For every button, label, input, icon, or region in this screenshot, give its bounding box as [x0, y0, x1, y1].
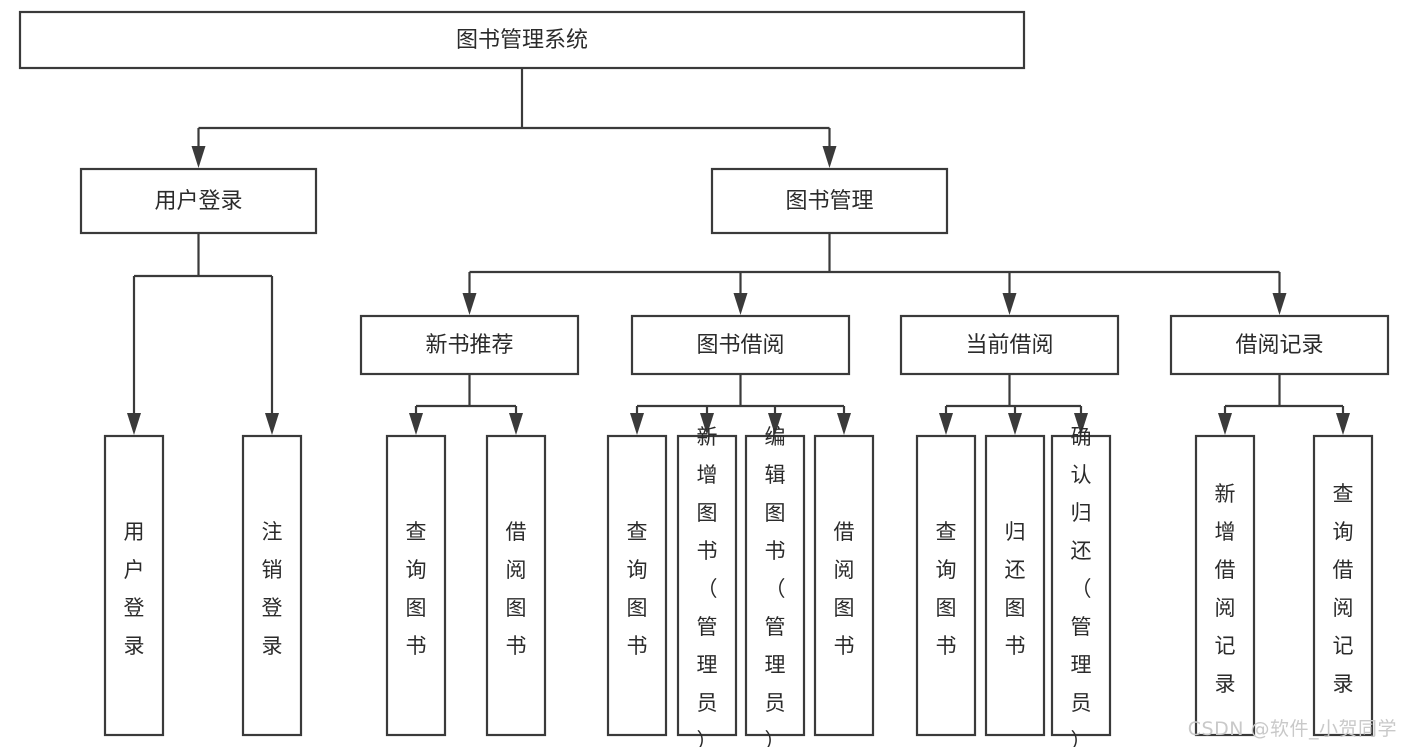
leaf-node-label: 借阅图书 [834, 520, 855, 658]
level3-node-label: 当前借阅 [965, 333, 1053, 358]
level3-node-label: 新书推荐 [425, 333, 513, 358]
arrow-head-icon [939, 413, 953, 435]
arrow-head-icon [462, 293, 477, 315]
leaf-node-box[interactable] [385, 434, 447, 737]
watermark-text: CSDN @软件_小贺同学 [1187, 718, 1397, 740]
arrow-head-icon [768, 413, 782, 435]
leaf-node-label: 确认归还（管理员） [1071, 425, 1092, 747]
leaf-node-box[interactable] [984, 434, 1046, 737]
arrow-head-icon [1218, 413, 1232, 435]
leaf-node-5[interactable]: 新增图书（管理员） [676, 425, 738, 747]
leaf-node-label: 查询图书 [627, 520, 648, 658]
arrow-head-icon [409, 413, 423, 435]
leaf-node-8[interactable]: 查询图书 [915, 434, 977, 737]
level3-node-0[interactable]: 新书推荐 [359, 314, 580, 376]
arrow-head-icon [509, 413, 523, 435]
leaf-node-box[interactable] [103, 434, 165, 737]
leaf-node-1[interactable]: 注销登录 [241, 434, 303, 737]
level2-node-1[interactable]: 图书管理 [710, 167, 949, 235]
leaf-node-box[interactable] [813, 434, 875, 737]
leaf-node-label: 借阅图书 [506, 520, 527, 658]
leaf-node-box[interactable] [485, 434, 547, 737]
level3-node-3[interactable]: 借阅记录 [1169, 314, 1390, 376]
arrow-head-icon [1008, 413, 1022, 435]
level3-node-1[interactable]: 图书借阅 [630, 314, 851, 376]
leaf-node-label: 用户登录 [124, 520, 145, 658]
arrow-head-icon [1002, 293, 1017, 315]
root-node-box[interactable] [18, 10, 1026, 70]
level2-node-label: 图书管理 [785, 189, 873, 214]
leaf-node-7[interactable]: 借阅图书 [813, 434, 875, 737]
leaf-node-11[interactable]: 新增借阅记录 [1194, 434, 1256, 737]
leaf-node-box[interactable] [606, 434, 668, 737]
leaf-node-label: 查询借阅记录 [1333, 482, 1354, 696]
leaf-node-label: 查询图书 [936, 520, 957, 658]
leaf-node-box[interactable] [744, 434, 806, 737]
arrow-head-icon [265, 413, 279, 435]
connector-layer [127, 68, 1350, 435]
leaf-node-box[interactable] [241, 434, 303, 737]
arrow-head-icon [1074, 413, 1088, 435]
level3-node-box[interactable] [630, 314, 851, 376]
leaf-node-label: 新增图书（管理员） [697, 425, 718, 747]
level3-node-box[interactable] [899, 314, 1120, 376]
leaf-node-label: 编辑图书（管理员） [765, 425, 786, 747]
leaf-node-label: 归还图书 [1005, 520, 1026, 658]
leaf-node-0[interactable]: 用户登录 [103, 434, 165, 737]
arrow-head-icon [127, 413, 141, 435]
leaf-node-label: 查询图书 [406, 520, 427, 658]
level2-node-label: 用户登录 [154, 189, 242, 214]
leaf-node-box[interactable] [1050, 434, 1112, 737]
arrow-head-icon [837, 413, 851, 435]
arrow-head-icon [630, 413, 644, 435]
arrow-head-icon [1336, 413, 1350, 435]
leaf-node-box[interactable] [1194, 434, 1256, 737]
level3-node-label: 图书借阅 [696, 333, 784, 358]
leaf-node-box[interactable] [915, 434, 977, 737]
leaf-node-12[interactable]: 查询借阅记录 [1312, 434, 1374, 737]
level3-node-2[interactable]: 当前借阅 [899, 314, 1120, 376]
root-node-0[interactable]: 图书管理系统 [18, 10, 1026, 70]
level3-node-label: 借阅记录 [1235, 333, 1323, 358]
root-node-label: 图书管理系统 [456, 28, 588, 53]
leaf-node-9[interactable]: 归还图书 [984, 434, 1046, 737]
leaf-node-4[interactable]: 查询图书 [606, 434, 668, 737]
leaf-node-box[interactable] [676, 434, 738, 737]
arrow-head-icon [700, 413, 714, 435]
arrow-head-icon [191, 146, 206, 168]
leaf-node-box[interactable] [1312, 434, 1374, 737]
leaf-node-10[interactable]: 确认归还（管理员） [1050, 425, 1112, 747]
leaf-node-3[interactable]: 借阅图书 [485, 434, 547, 737]
leaf-node-6[interactable]: 编辑图书（管理员） [744, 425, 806, 747]
leaf-node-2[interactable]: 查询图书 [385, 434, 447, 737]
level3-node-box[interactable] [359, 314, 580, 376]
leaf-node-label: 注销登录 [262, 520, 283, 658]
arrow-head-icon [1272, 293, 1287, 315]
level3-node-box[interactable] [1169, 314, 1390, 376]
level2-node-box[interactable] [79, 167, 318, 235]
leaf-node-label: 新增借阅记录 [1215, 482, 1236, 696]
level2-node-box[interactable] [710, 167, 949, 235]
arrow-head-icon [733, 293, 748, 315]
node-layer: 图书管理系统用户登录图书管理新书推荐图书借阅当前借阅借阅记录用户登录注销登录查询… [18, 10, 1390, 747]
level2-node-0[interactable]: 用户登录 [79, 167, 318, 235]
arrow-head-icon [822, 146, 837, 168]
